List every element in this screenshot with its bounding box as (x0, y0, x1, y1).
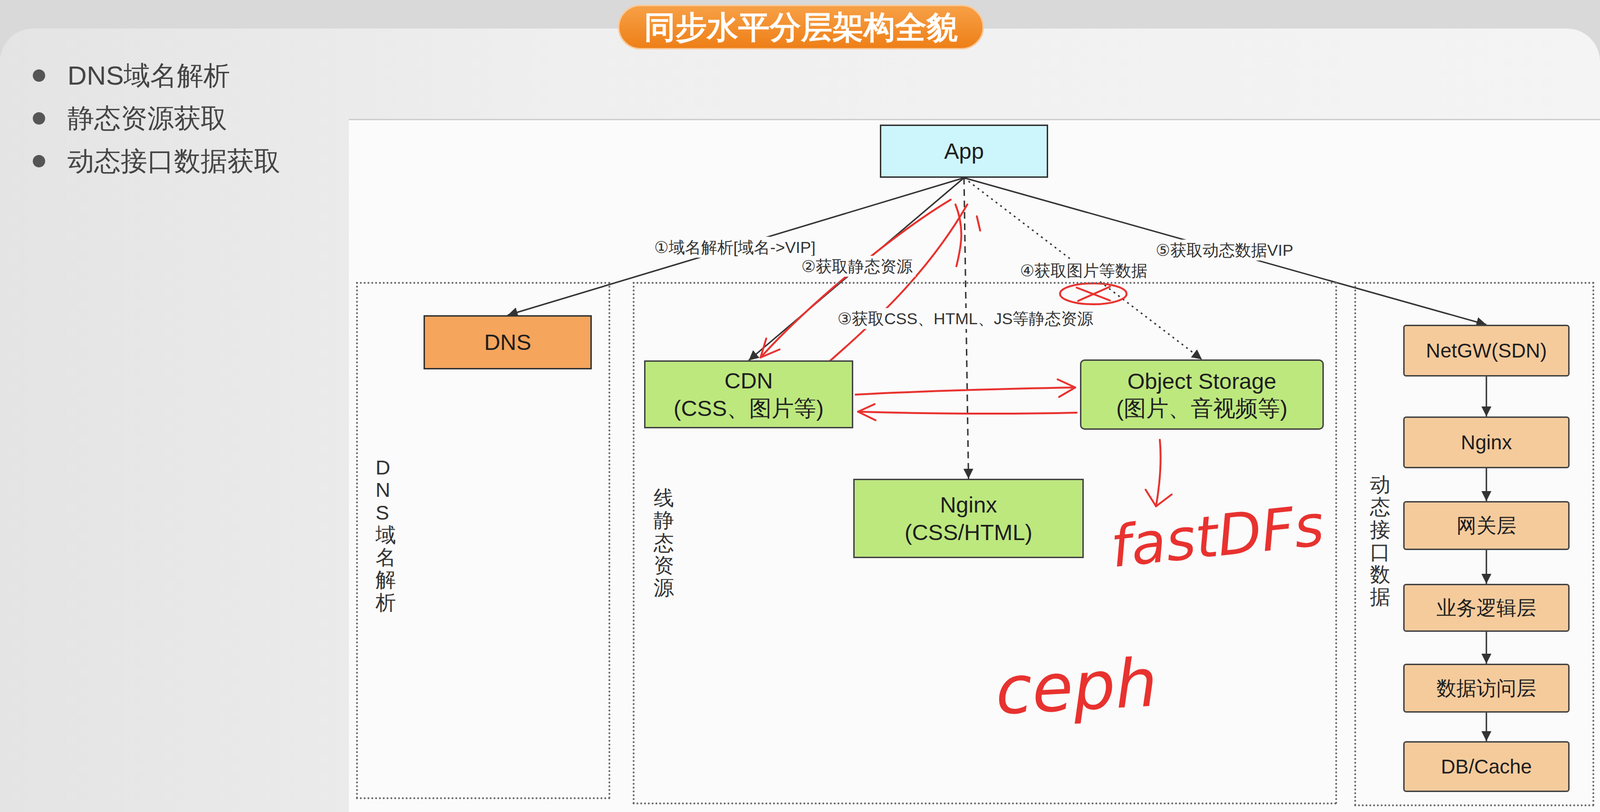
layer-box: 业务逻辑层 (1403, 583, 1570, 632)
red-stroke (976, 216, 981, 231)
node-text: 业务逻辑层 (1436, 595, 1537, 620)
red-cross (1076, 286, 1110, 301)
red-stroke (955, 204, 962, 267)
region-label: 动态接口数据 (1369, 473, 1391, 609)
nginx-box: Nginx (CSS/HTML) (853, 478, 1084, 559)
group-region: 动态接口数据 NetGW(SDN) Nginx 网关层业务逻辑层数据访问层 DB/Cac… (1354, 281, 1595, 807)
connector-arrow (507, 177, 964, 316)
handwritten-note: ceph (993, 642, 1160, 732)
red-arrowhead (857, 404, 876, 421)
cdn-box: CDN (CSS、图片等) (644, 360, 854, 429)
handwritten-marks (760, 199, 1172, 507)
connector-arrow (963, 177, 1203, 360)
layer-box: 数据访问层 (1403, 663, 1570, 713)
region-label: DNS域名解析 (375, 456, 396, 614)
bullet-dot (32, 69, 46, 82)
layer-box: Nginx (1403, 416, 1570, 469)
node-text: NetGW(SDN) (1426, 338, 1547, 363)
region-label: 线静态资源 (653, 486, 675, 599)
node-text: Nginx (CSS/HTML) (904, 491, 1033, 546)
bullet-text: 动态接口数据获取 (67, 144, 281, 177)
title-pill: 同步水平分层架构全貌 (617, 4, 984, 50)
node-text: App (944, 137, 984, 165)
node-text: CDN (CSS、图片等) (673, 366, 824, 422)
bullet-text: 静态资源获取 (67, 102, 228, 135)
red-stroke (760, 199, 951, 358)
bullet-dot (32, 154, 46, 168)
node-text: 数据访问层 (1436, 675, 1537, 701)
red-arrowhead (1057, 379, 1076, 397)
red-arrowhead (760, 338, 780, 358)
layer-box: DB/Cache (1403, 741, 1570, 792)
connector-arrow (1485, 631, 1488, 664)
red-stroke (1156, 439, 1161, 507)
dns-box: DNS (423, 315, 592, 370)
group-region: DNS域名解析 DNS (356, 281, 611, 800)
edge-label: ③获取CSS、HTML、JS等静态资源 (834, 308, 1097, 330)
red-stroke (855, 387, 1076, 395)
edge-label: ④获取图片等数据 (1017, 260, 1151, 282)
connector-arrow (748, 177, 964, 361)
edge-label: ⑤获取动态数据VIP (1152, 239, 1296, 261)
storage-box: Object Storage (图片、音视频等) (1079, 359, 1324, 430)
node-text: Nginx (1460, 430, 1512, 455)
app-box: App (879, 124, 1049, 178)
edge-label: ①域名解析[域名->VIP] (651, 236, 819, 259)
red-arrowhead (1145, 489, 1172, 507)
node-text: DB/Cache (1440, 754, 1532, 779)
bullet-text: DNS域名解析 (67, 59, 231, 92)
red-circle (1060, 283, 1127, 305)
connector-arrow (1485, 468, 1488, 502)
red-stroke (857, 411, 1077, 414)
layer-box: 网关层 (1403, 501, 1570, 550)
node-text: 网关层 (1456, 513, 1517, 538)
edge-label: ②获取静态资源 (798, 255, 916, 278)
bullet-dot (32, 112, 46, 125)
layer-box: NetGW(SDN) (1403, 324, 1570, 377)
node-text: Object Storage (图片、音视频等) (1116, 367, 1288, 423)
connector-arrow (963, 177, 1487, 325)
connector-arrow (1485, 712, 1488, 742)
connector-arrow (1485, 376, 1488, 417)
title-text: 同步水平分层架构全貌 (644, 9, 958, 45)
node-text: DNS (483, 328, 531, 356)
connector-arrow (1485, 549, 1488, 584)
